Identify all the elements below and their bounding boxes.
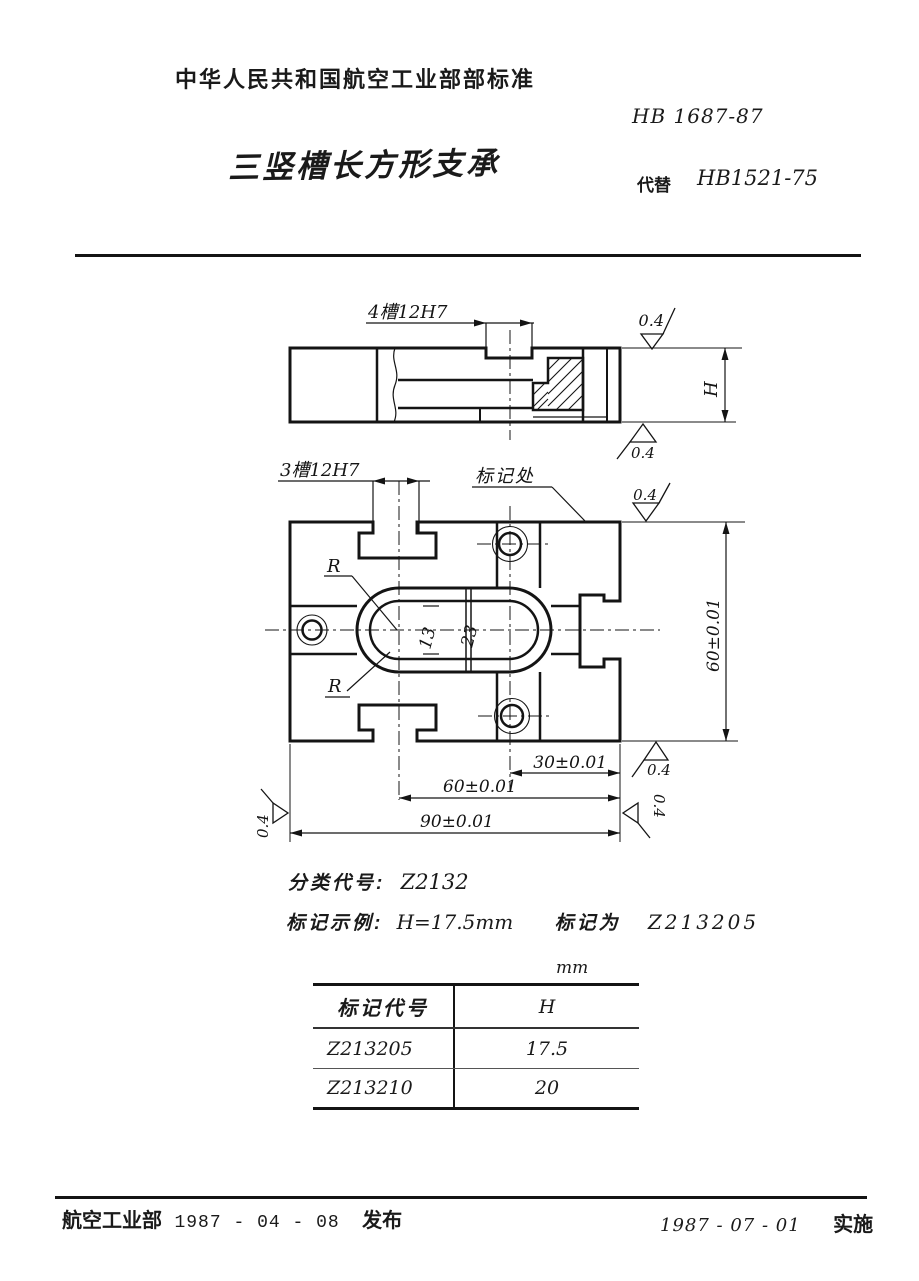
side-view-slot-dim: 4槽12H7 bbox=[366, 302, 534, 347]
radius-label-top: R bbox=[326, 556, 341, 577]
centerlines bbox=[265, 481, 660, 800]
replaces-number: HB1521-75 bbox=[697, 166, 819, 190]
footer-impl-date: 1987 - 07 - 01 bbox=[660, 1215, 801, 1236]
classification-label: 分类代号: bbox=[288, 873, 386, 894]
dim-90-label: 90±0.01 bbox=[420, 812, 494, 832]
table-cell-h: 20 bbox=[534, 1077, 560, 1099]
groove-width-13: 13 bbox=[416, 625, 441, 651]
dim-60-bottom: 60±0.01 bbox=[399, 777, 620, 802]
dim-60-right: 60±0.01 bbox=[622, 522, 738, 742]
top-slot-label: 4槽12H7 bbox=[367, 302, 448, 323]
header-divider-line bbox=[75, 254, 861, 257]
side-view bbox=[288, 330, 622, 440]
finish-value-side-top: 0.4 bbox=[639, 311, 664, 330]
table-cell-code: Z213205 bbox=[327, 1037, 413, 1060]
footer-impl-label: 实施 bbox=[833, 1214, 874, 1236]
groove-width-23: 23 bbox=[457, 623, 482, 650]
finish-value-plan-left: 0.4 bbox=[254, 814, 272, 838]
table-header-code: 标记代号 bbox=[337, 998, 429, 1020]
finish-mark-plan-left: 0.4 bbox=[254, 788, 290, 838]
finish-value-plan-bottom: 0.4 bbox=[647, 761, 671, 779]
classification-value: Z2132 bbox=[400, 870, 469, 894]
footer-release-label: 发布 bbox=[362, 1210, 403, 1232]
marking-example-label: 标记示例: bbox=[286, 913, 384, 934]
dim-90: 90±0.01 bbox=[289, 744, 620, 842]
table-row: Z213205 17.5 bbox=[313, 1029, 639, 1069]
finish-value-plan-right: 0.4 bbox=[650, 794, 668, 818]
table-row: Z213210 20 bbox=[313, 1069, 639, 1107]
table-cell-h: 17.5 bbox=[525, 1037, 569, 1060]
footer-release: 航空工业部 1987 - 04 - 08 发布 bbox=[62, 1204, 402, 1233]
table-cell-code: Z213210 bbox=[327, 1077, 413, 1099]
finish-mark-plan-top: 0.4 bbox=[622, 482, 745, 523]
radius-callout-top: R bbox=[324, 556, 398, 631]
h-dimension: H bbox=[622, 347, 742, 423]
footer-release-date: 1987 - 04 - 08 bbox=[174, 1213, 340, 1233]
replaces-label: 代替 bbox=[637, 176, 671, 195]
footer-org: 航空工业部 bbox=[62, 1210, 162, 1232]
radius-callout-bottom: R bbox=[325, 651, 391, 698]
plan-slot-label: 3槽12H7 bbox=[280, 460, 360, 481]
finish-mark-side-top: 0.4 bbox=[639, 307, 676, 351]
marking-example-note: 标记示例: H=17.5mm 标记为 Z213205 bbox=[286, 908, 759, 935]
finish-value-plan-top: 0.4 bbox=[633, 486, 657, 504]
footer-implementation: 1987 - 07 - 01 实施 bbox=[660, 1208, 873, 1237]
dim-60-bottom-label: 60±0.01 bbox=[443, 777, 517, 797]
radius-label-bottom: R bbox=[327, 676, 342, 697]
mark-spot-label: 标记处 bbox=[475, 466, 535, 486]
marking-example-h: H=17.5mm bbox=[396, 910, 514, 934]
finish-mark-side-bottom: 0.4 bbox=[616, 422, 658, 462]
section-hatch-lines bbox=[532, 357, 584, 411]
dim-30-label: 30±0.01 bbox=[533, 753, 607, 773]
finish-mark-plan-right: 0.4 bbox=[621, 794, 668, 839]
plan-view bbox=[265, 481, 660, 800]
table-header-row: 标记代号 H bbox=[313, 986, 639, 1029]
marking-example-mark-label: 标记为 bbox=[554, 913, 621, 934]
plan-slot-dim: 3槽12H7 bbox=[278, 460, 430, 532]
mark-spot-callout: 标记处 bbox=[472, 466, 586, 522]
finish-mark-plan-bottom-right: 0.4 bbox=[631, 740, 671, 779]
table-unit-label: mm bbox=[556, 958, 589, 978]
finish-value-side-bottom: 0.4 bbox=[631, 444, 655, 462]
footer-divider-line bbox=[55, 1196, 867, 1199]
standard-org-title: 中华人民共和国航空工业部部标准 bbox=[175, 67, 536, 92]
standard-number: HB 1687-87 bbox=[632, 104, 764, 128]
dim-60-right-label: 60±0.01 bbox=[704, 598, 724, 672]
table-header-h: H bbox=[538, 995, 556, 1018]
marking-code-table: 标记代号 H Z213205 17.5 Z213210 20 bbox=[313, 983, 639, 1110]
dim-30: 30±0.01 bbox=[510, 744, 621, 842]
classification-note: 分类代号: Z2132 bbox=[288, 868, 469, 895]
marking-example-mark-value: Z213205 bbox=[647, 910, 760, 934]
h-dimension-label: H bbox=[701, 381, 722, 398]
